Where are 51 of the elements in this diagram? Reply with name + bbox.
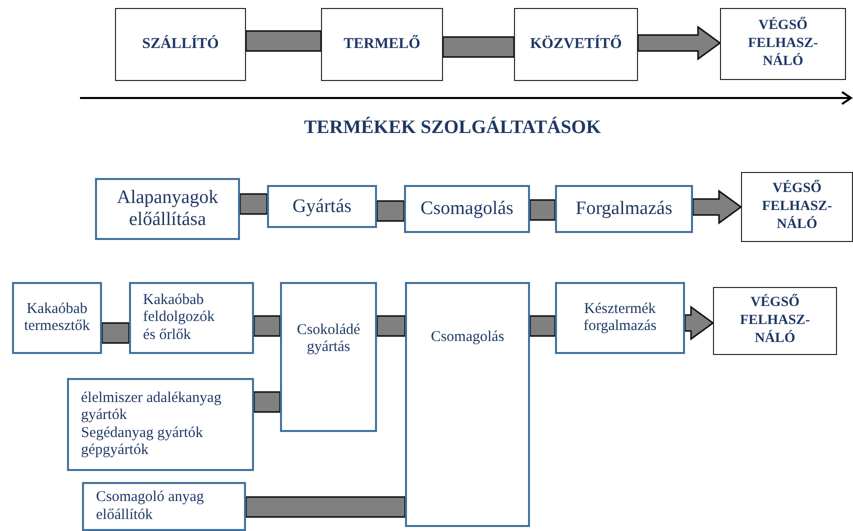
connector-bar bbox=[245, 30, 322, 52]
box-text: KÖZVETÍTŐ bbox=[530, 36, 622, 54]
connector-bar bbox=[376, 315, 406, 337]
connector-bar bbox=[529, 315, 556, 337]
connector-bar bbox=[442, 36, 515, 58]
connector-bar bbox=[529, 199, 556, 221]
box-text: Csomagolás bbox=[430, 329, 506, 346]
box-text: Segédanyag gyártók bbox=[81, 424, 204, 442]
process-box bbox=[280, 282, 377, 432]
block-arrow bbox=[637, 26, 722, 60]
block-arrow bbox=[692, 190, 742, 224]
process-box bbox=[713, 287, 837, 355]
process-box bbox=[555, 282, 685, 354]
box-text: gépgyártók bbox=[81, 442, 150, 459]
process-box bbox=[115, 8, 246, 81]
process-box bbox=[82, 482, 246, 531]
box-text: Kakaóbab feldolgozók és őrlők bbox=[143, 292, 216, 344]
box-text: Csokoládé gyártás bbox=[296, 322, 362, 356]
box-text: VÉGSŐ FELHASZ-NÁLÓ bbox=[746, 16, 819, 72]
process-box bbox=[720, 8, 846, 80]
process-box bbox=[514, 8, 638, 81]
box-text: Kakaóbab termesztők bbox=[23, 300, 91, 336]
process-box bbox=[12, 282, 102, 354]
box-text: Csomagolás bbox=[420, 198, 514, 220]
process-box bbox=[129, 282, 254, 354]
process-box bbox=[321, 8, 443, 81]
box-text: VÉGSŐ FELHASZ-NÁLÓ bbox=[738, 294, 811, 348]
process-box bbox=[95, 178, 240, 240]
connector-bar bbox=[253, 391, 281, 413]
box-text: VÉGSŐ FELHASZ-NÁLÓ bbox=[760, 180, 833, 234]
box-text: TERMELŐ bbox=[344, 36, 420, 54]
box-text: élelmiszer adalékanyag gyártók bbox=[81, 390, 222, 424]
box-text: Gyártás bbox=[292, 196, 352, 218]
connector-bar bbox=[101, 322, 130, 344]
process-box bbox=[404, 185, 530, 233]
connector-bar bbox=[253, 315, 281, 337]
box-text: Forgalmazás bbox=[576, 198, 672, 220]
axis-label: TERMÉKEK SZOLGÁLTATÁSOK bbox=[304, 117, 601, 139]
connector-bar bbox=[376, 200, 405, 222]
process-box bbox=[267, 185, 377, 228]
box-text: Csomagoló anyag előállítók bbox=[96, 489, 205, 524]
box-text: SZÁLLÍTÓ bbox=[142, 36, 219, 54]
process-box bbox=[555, 185, 693, 233]
process-box bbox=[405, 282, 530, 527]
process-box bbox=[741, 172, 853, 242]
box-text: Alapanyagok előállítása bbox=[116, 187, 220, 231]
process-box bbox=[67, 378, 254, 471]
box-text: Késztermék forgalmazás bbox=[582, 300, 658, 336]
block-arrow bbox=[684, 306, 714, 340]
connector-bar bbox=[239, 193, 268, 215]
connector-bar bbox=[245, 496, 406, 518]
